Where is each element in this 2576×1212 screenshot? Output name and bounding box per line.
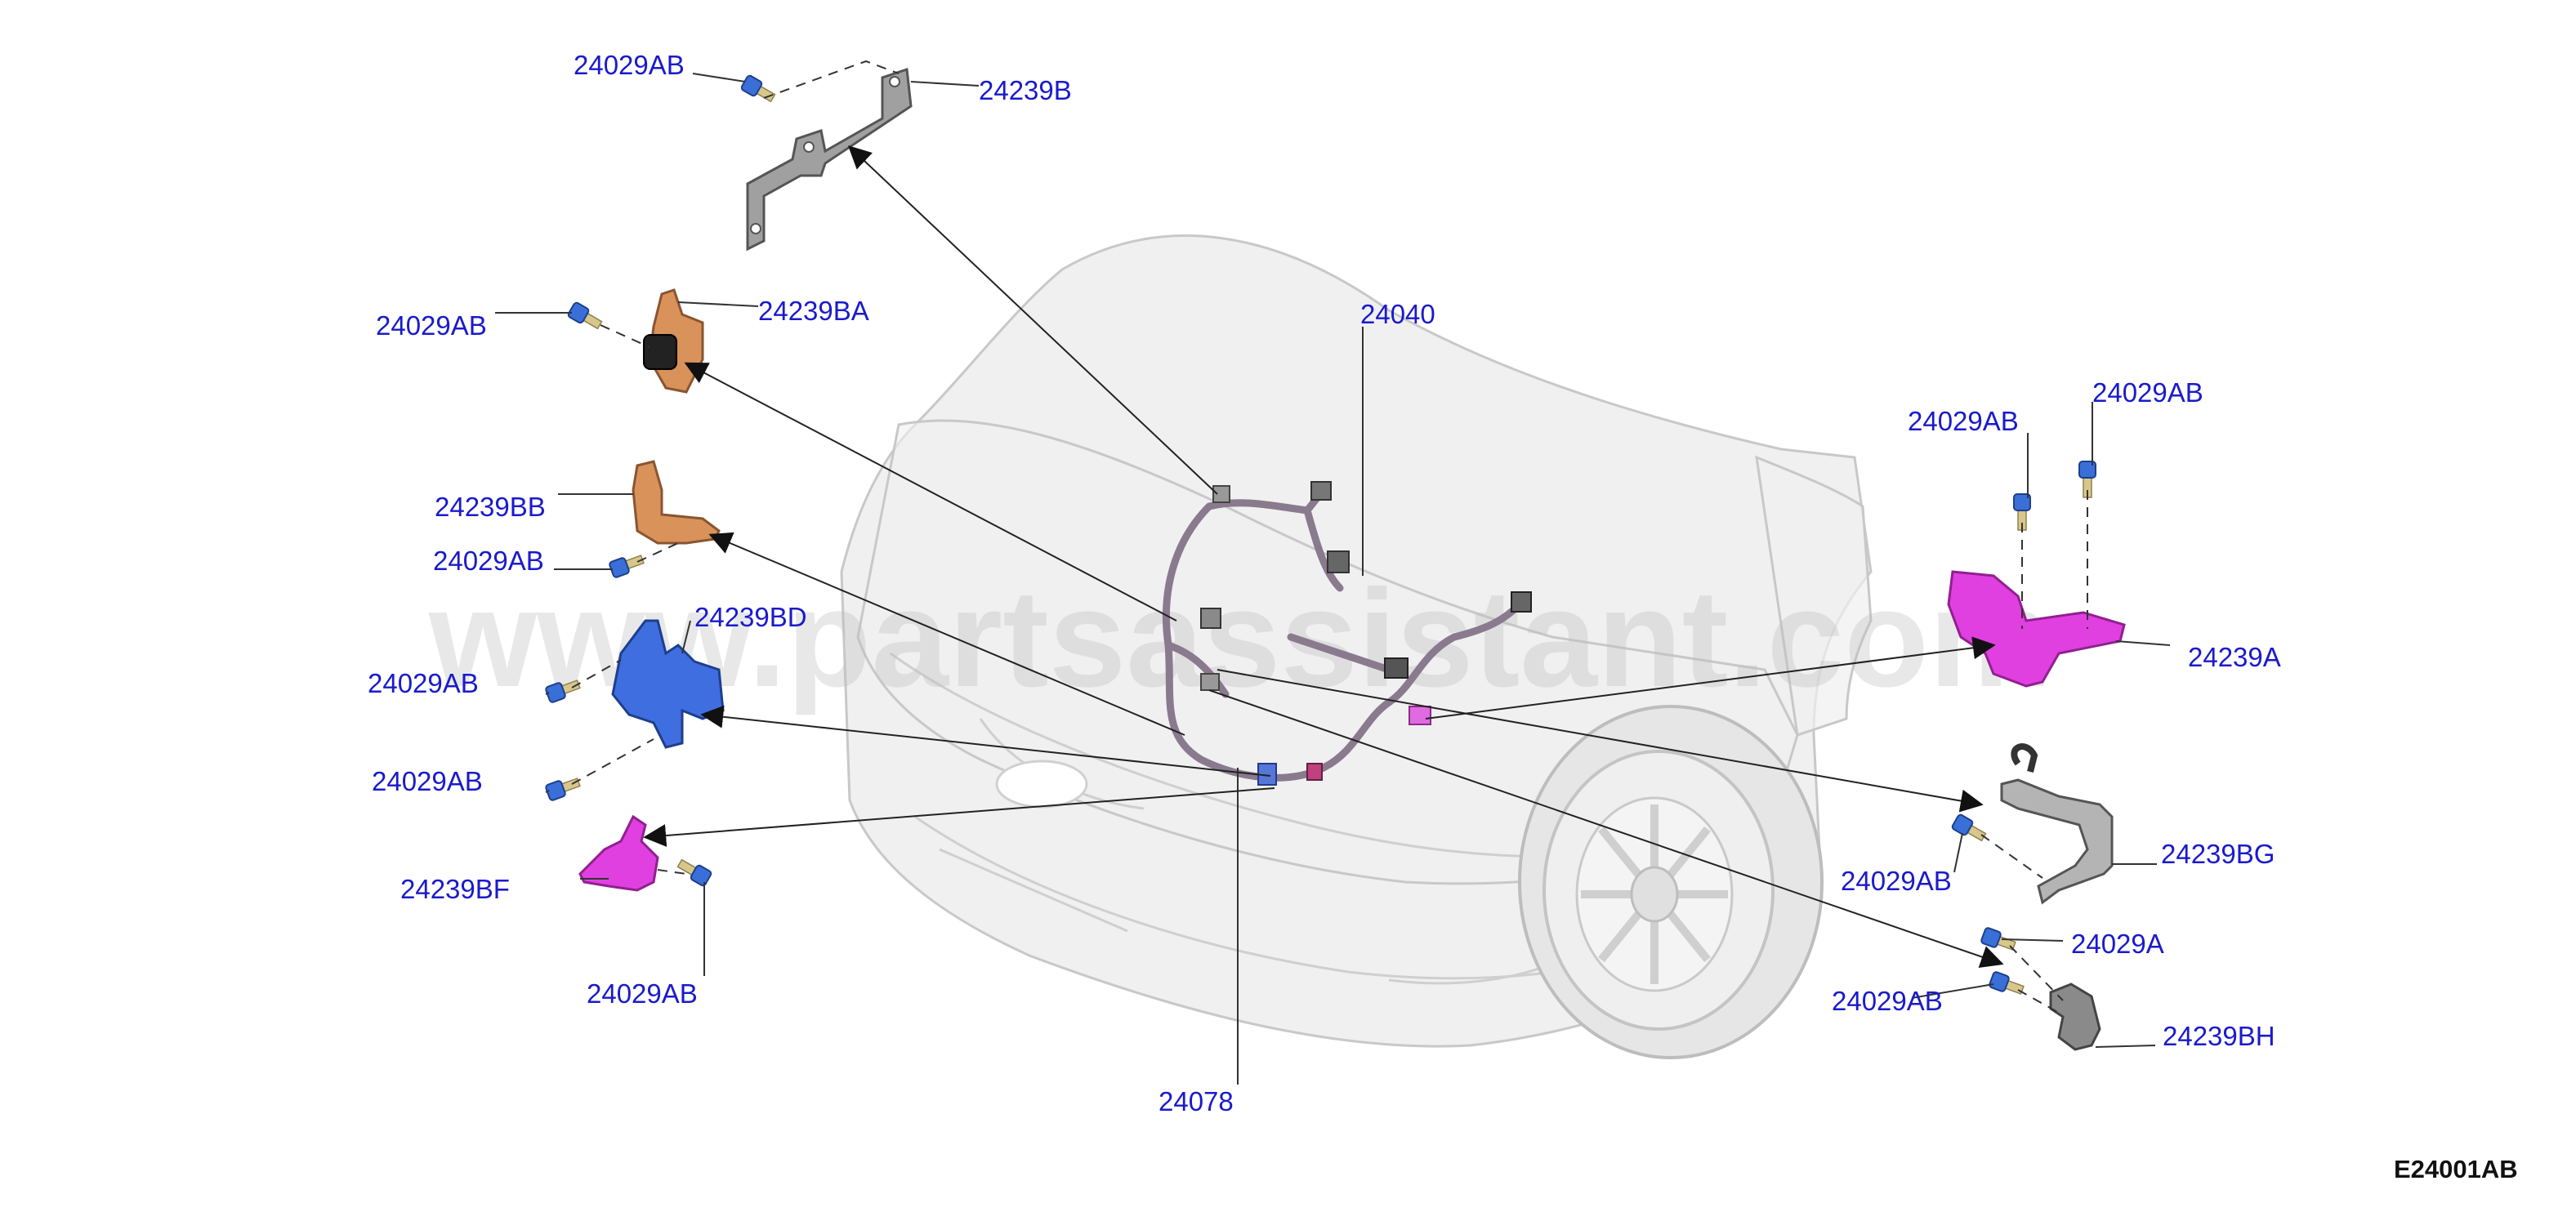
label-bracket-24239BH: 24239BH bbox=[2163, 1021, 2275, 1051]
bracket-24239BB bbox=[632, 460, 721, 545]
bracket-24239BH bbox=[2049, 983, 2101, 1051]
label-fastener-bd-lower: 24029AB bbox=[372, 766, 483, 796]
label-fastener-bf: 24029AB bbox=[587, 978, 698, 1009]
bracket-24239BG bbox=[2000, 743, 2114, 905]
label-bracket-24239B: 24239B bbox=[979, 75, 1072, 105]
fastener-bolts bbox=[545, 74, 2096, 995]
bracket-24239BF bbox=[578, 814, 659, 892]
bracket-24239B bbox=[746, 67, 913, 252]
label-fastener-bb: 24029AB bbox=[433, 546, 544, 576]
label-fastener-top: 24029AB bbox=[574, 50, 685, 80]
label-fastener-a-right: 24029AB bbox=[2092, 377, 2203, 408]
label-fastener-24029A: 24029A bbox=[2071, 929, 2164, 959]
assembly-dashed-lines bbox=[571, 60, 2088, 1014]
label-fastener-a-left: 24029AB bbox=[1908, 406, 2019, 436]
wiring-harness-illustration bbox=[1163, 481, 1532, 786]
label-bracket-24239BF: 24239BF bbox=[400, 874, 510, 904]
bracket-24239BA bbox=[643, 288, 704, 394]
label-fastener-bg: 24029AB bbox=[1841, 866, 1952, 896]
label-bracket-24239BD: 24239BD bbox=[694, 602, 807, 632]
label-bracket-24239BG: 24239BG bbox=[2161, 839, 2275, 869]
label-bracket-24239BA: 24239BA bbox=[758, 296, 869, 326]
label-fastener-ba: 24029AB bbox=[376, 310, 487, 341]
label-harness-24078: 24078 bbox=[1159, 1086, 1234, 1116]
leader-lines bbox=[495, 73, 2171, 1085]
label-fastener-bh: 24029AB bbox=[1832, 986, 1943, 1016]
label-harness-24040: 24040 bbox=[1360, 299, 1435, 329]
label-fastener-bd-upper: 24029AB bbox=[368, 668, 479, 698]
vehicle-front-illustration bbox=[840, 234, 1873, 1059]
label-bracket-24239BB: 24239BB bbox=[435, 492, 546, 522]
location-arrows bbox=[643, 145, 2004, 969]
diagram-reference-code: E24001AB bbox=[2394, 1155, 2518, 1183]
part-labels: 24029AB 24239B 24029AB 24239BA 24040 242… bbox=[368, 50, 2281, 1116]
label-bracket-24239A: 24239A bbox=[2188, 642, 2281, 672]
front-wheel-illustration bbox=[1518, 705, 1824, 1059]
